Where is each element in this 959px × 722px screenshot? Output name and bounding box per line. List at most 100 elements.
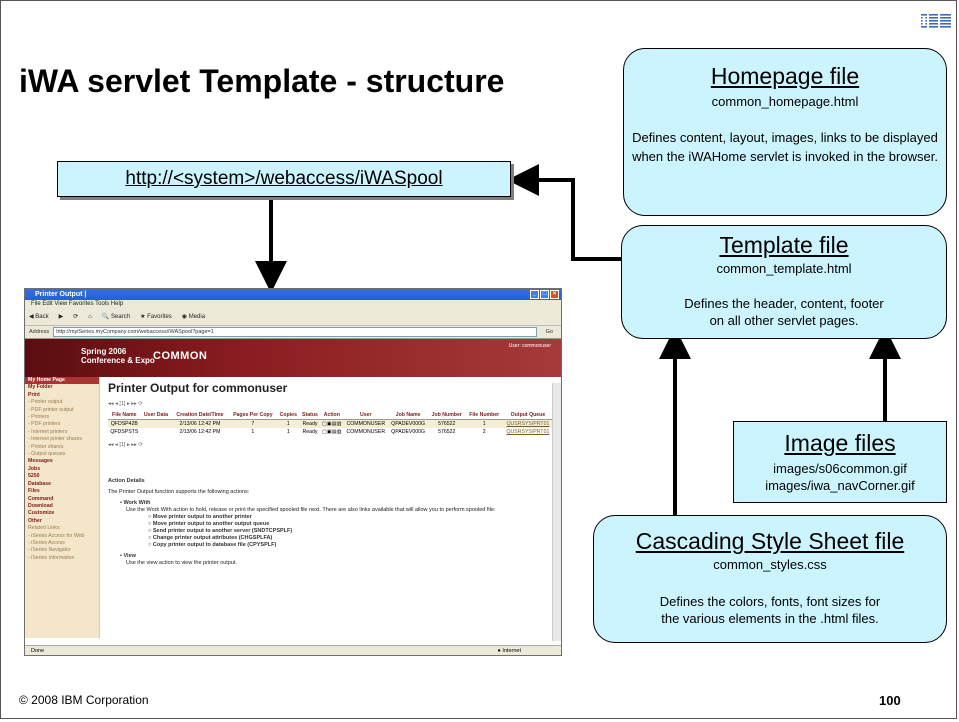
column-header: Output Queue [502,411,553,420]
menu-bar[interactable]: File Edit View Favorites Tools Help [25,300,561,309]
column-header: File Name [108,411,141,420]
table-cell: 1 [482,421,486,427]
slide-title: iWA servlet Template - structure [19,63,505,99]
media-button[interactable]: ◉ Media [181,314,206,320]
sidebar-item[interactable]: Other [28,517,42,524]
address-bar: Address http://myiSeries.myCompany.com/w… [25,326,561,339]
work-with-text: Use the Work With action to hold, releas… [126,507,496,513]
search-button[interactable]: 🔍 Search [101,314,131,320]
column-header: File Number [465,411,503,420]
sidebar-item[interactable]: Jobs [28,465,41,472]
pager-top[interactable]: ◂◂ ◂ [1] ▸ ▸▸ ⟳ [108,401,143,407]
close-icon[interactable]: × [550,290,559,299]
sidebar-item[interactable]: Related Links: [28,525,61,532]
vertical-scrollbar[interactable] [552,383,561,641]
address-input[interactable]: http://myiSeries.myCompany.com/webaccess… [53,327,537,337]
table-cell: Ready [302,429,318,435]
homepage-file-box: Homepage file common_homepage.html Defin… [623,48,947,216]
template-description-1: Defines the header, content, footer [684,296,884,311]
forward-icon[interactable]: ▶ [58,314,64,320]
image-files-box: Image files images/s06common.gif images/… [733,421,947,503]
table-cell: QPADEV000G [391,429,426,435]
css-description-1: Defines the colors, fonts, font sizes fo… [659,594,881,609]
sidebar-item[interactable]: - iSeries Information [28,554,75,561]
sidebar-item[interactable]: - PDF printer output [28,406,74,413]
table-row[interactable]: QFDSPSTS 2/13/06 12:42 PM 1 1 Ready ▢▣▤▥ COMMO… [108,428,553,436]
template-filename: common_template.html [716,261,852,276]
sidebar-item[interactable]: - iSeries Access [28,539,65,546]
column-header: Job Number [427,411,466,420]
maximize-icon[interactable]: □ [540,290,549,299]
table-cell: 1 [251,429,255,435]
go-button[interactable]: Go [545,329,553,335]
sidebar-item[interactable]: Print [28,391,40,398]
work-with-title: Work With [123,500,151,506]
pager-bottom[interactable]: ◂◂ ◂ [1] ▸ ▸▸ ⟳ [108,442,143,448]
table-cell: COMMONUSER [346,429,386,435]
home-icon[interactable]: ⌂ [88,314,92,320]
sidebar-item[interactable]: Download [28,502,53,509]
image-files-heading: Image files [784,430,896,456]
favorites-button[interactable]: ★ Favorites [140,314,172,320]
image-file-2: images/iwa_navCorner.gif [765,478,915,493]
sidebar-item[interactable]: - iSeries Navigator [28,547,71,554]
minimize-icon[interactable]: _ [530,290,539,299]
table-cell [141,420,172,429]
table-cell[interactable]: QUSRSYS/PRT01 [506,421,550,427]
sidebar-item[interactable]: - Output queues [28,451,66,458]
sidebar-item[interactable]: Customize [28,510,55,517]
status-bar: Done ● Internet [25,645,561,655]
ibm-logo [921,14,951,28]
column-header: User Data [140,411,172,420]
table-cell: QPADEV000G [391,421,426,427]
sidebar-item[interactable]: My Folder [28,384,53,391]
table-cell: 2/13/06 12:42 PM [179,429,221,435]
table-cell[interactable]: QUSRSYS/PRT01 [506,429,550,435]
back-button[interactable]: ◀ Back [29,314,49,320]
browser-screenshot: Printer Output | _ □ × File Edit View Fa… [24,288,562,656]
column-header: Job Name [388,411,428,420]
sidebar-item[interactable]: 5250 [28,473,40,480]
sidebar-item[interactable]: Database [28,480,52,487]
sidebar-item[interactable]: - Printer output [28,399,63,406]
sidebar-item[interactable]: - Printer shares [28,443,64,450]
table-cell: 1 [286,429,290,435]
action-details-intro: The Printer Output function supports the… [108,489,250,495]
refresh-icon[interactable]: ⟳ [73,314,79,320]
work-with-item: ○ Send printer output to another server … [148,528,293,534]
table-cell: 7 [251,421,255,427]
page-banner: Spring 2006 Conference & Expo COMMON Use… [25,339,561,377]
sidebar-item[interactable]: - Internet printers [28,428,68,435]
table-cell: Ready [302,421,318,427]
work-with-list: ○ Move printer output to another printer… [108,514,553,549]
banner-user: User: commonuser [508,343,551,349]
work-with-item: ○ Change printer output attributes (CHGS… [148,535,273,541]
table-cell: QFDSPSTS [110,429,139,435]
sidebar-item[interactable]: - iSeries Access for Web [28,532,85,539]
action-icons[interactable]: ▢▣▤▥ [322,429,342,435]
sidebar-item[interactable]: My Home Page [25,377,99,385]
status-text: Done [31,648,45,654]
banner-event: Spring 2006 Conference & Expo [81,347,155,365]
sidebar-item[interactable]: - Internet printer shares [28,436,82,443]
status-zone: ● Internet [497,648,521,654]
work-with-item: ○ Move printer output to another output … [148,521,270,527]
sidebar-item[interactable]: Command [28,495,54,502]
css-file-box: Cascading Style Sheet file common_styles… [593,515,947,643]
sidebar-item[interactable]: - Printers [28,414,50,421]
action-details: Action Details The Printer Output functi… [108,478,553,567]
column-header: Pages Per Copy [228,411,278,420]
column-header: User [343,411,389,420]
sidebar-item[interactable]: Files [28,488,40,495]
action-icons[interactable]: ▢▣▤▥ [322,421,342,427]
sidebar-item[interactable]: Messages [28,458,53,465]
sidebar-item[interactable]: - PDF printers [28,421,61,428]
url-box: http://<system>/webaccess/iWASpool [57,161,511,197]
table-cell: 2/13/06 12:42 PM [179,421,221,427]
address-label: Address [29,329,50,335]
